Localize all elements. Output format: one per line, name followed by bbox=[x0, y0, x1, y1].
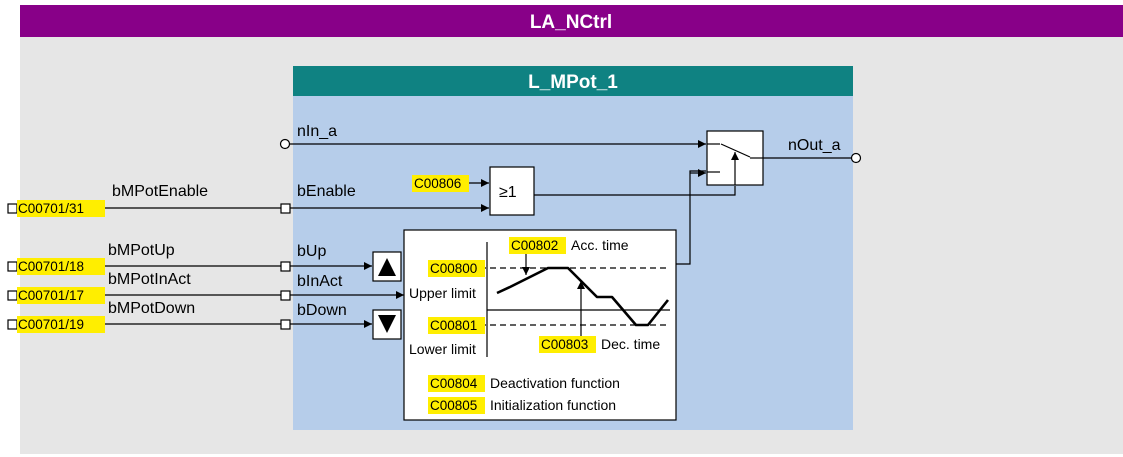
enable-input-signal: bMPotEnable bbox=[112, 183, 208, 200]
block-header bbox=[293, 66, 853, 96]
down-input-signal: bMPotDown bbox=[108, 300, 195, 317]
c00806-code: C00806 bbox=[414, 176, 461, 191]
bdown-port bbox=[280, 319, 291, 330]
block-title: L_MPot_1 bbox=[528, 72, 618, 93]
lower-label: Lower limit bbox=[409, 341, 476, 357]
bup-label: bUp bbox=[297, 243, 326, 260]
inact-input-signal: bMPotInAct bbox=[108, 271, 191, 288]
deact-code: C00804 bbox=[430, 376, 478, 391]
outer-title: LA_NCtrl bbox=[530, 12, 612, 33]
inact-input-port bbox=[7, 290, 18, 301]
up-input-signal: bMPotUp bbox=[108, 242, 175, 259]
lower-code: C00801 bbox=[430, 318, 477, 333]
dec-code: C00803 bbox=[541, 337, 588, 352]
triangle-down-icon bbox=[378, 315, 396, 333]
upper-label: Upper limit bbox=[409, 285, 476, 301]
bdown-label: bDown bbox=[297, 302, 347, 319]
nout-label: nOut_a bbox=[788, 137, 841, 154]
c00806-highlight bbox=[412, 175, 469, 192]
inact-input-code: C00701/17 bbox=[18, 288, 84, 303]
outer-header bbox=[20, 5, 1123, 37]
dec-label: Dec. time bbox=[601, 336, 660, 352]
down-input-code: C00701/19 bbox=[18, 317, 84, 332]
binact-port bbox=[280, 290, 291, 301]
upper-code: C00800 bbox=[430, 261, 477, 276]
enable-input-port bbox=[7, 203, 18, 214]
init-code: C00805 bbox=[430, 398, 477, 413]
benable-label: bEnable bbox=[297, 183, 356, 200]
enable-input-code: C00701/31 bbox=[18, 201, 84, 216]
deact-label: Deactivation function bbox=[490, 375, 620, 391]
benable-port bbox=[280, 203, 291, 214]
down-input-port bbox=[7, 319, 18, 330]
acc-code: C00802 bbox=[511, 238, 558, 253]
init-label: Initialization function bbox=[490, 397, 616, 413]
ramp-curve bbox=[496, 266, 670, 327]
acc-label: Acc. time bbox=[571, 237, 629, 253]
nin-port bbox=[279, 138, 291, 150]
nin-label: nIn_a bbox=[297, 123, 337, 140]
triangle-up-icon bbox=[378, 258, 396, 276]
up-input-port bbox=[7, 261, 18, 272]
bup-port bbox=[280, 261, 291, 272]
binact-label: bInAct bbox=[297, 273, 343, 290]
up-input-code: C00701/18 bbox=[18, 259, 84, 274]
or-gate-label: ≥1 bbox=[499, 184, 517, 201]
nout-port bbox=[850, 152, 862, 164]
or-gate bbox=[489, 166, 535, 216]
